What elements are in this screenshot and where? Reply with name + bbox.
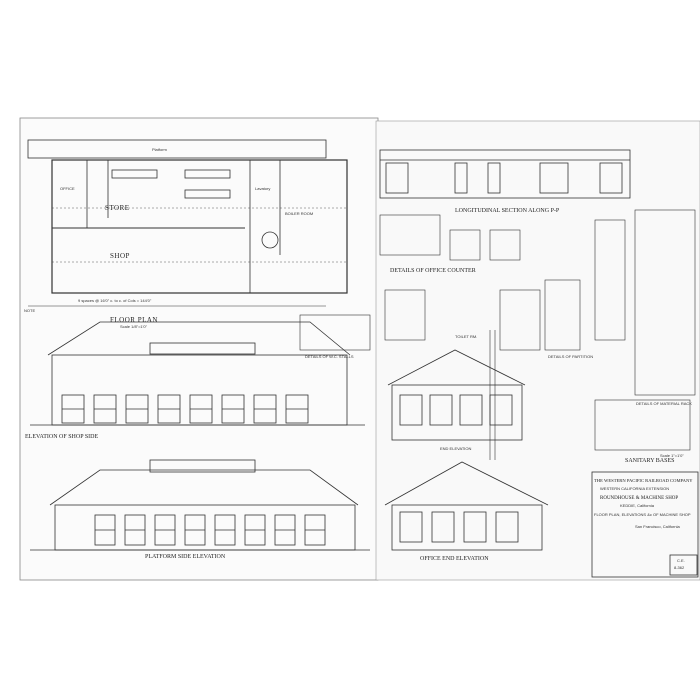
office-end-elevation bbox=[384, 461, 549, 551]
office-end-elevation-title: OFFICE END ELEVATION bbox=[420, 556, 489, 562]
floor-plan bbox=[27, 139, 348, 307]
room-platform: Platform bbox=[152, 147, 168, 152]
title-company: THE WESTERN PACIFIC RAILROAD COMPANY bbox=[594, 478, 693, 483]
platform-elevation-title: PLATFORM SIDE ELEVATION bbox=[145, 554, 226, 560]
material-rack-title: DETAILS OF MATERIAL RACK bbox=[636, 401, 692, 406]
spacing-note: 9 spaces @ 16'0" c. to c. of Cols = 144'… bbox=[78, 298, 152, 303]
title-extension: WESTERN CALIFORNIA EXTENSION bbox=[600, 486, 669, 491]
office-counter-title: DETAILS OF OFFICE COUNTER bbox=[390, 268, 476, 274]
sheet-number-b: 8-362 bbox=[674, 565, 685, 570]
room-lavatory: Lavatory bbox=[255, 186, 270, 191]
sanitary-scale: Scale 1"=1'0" bbox=[660, 453, 684, 458]
longitudinal-section bbox=[379, 149, 631, 199]
floor-plan-title: FLOOR PLAN bbox=[110, 316, 158, 324]
wc-stalls-title: DETAILS OF W.C. STALLS bbox=[305, 354, 354, 359]
title-sheet: FLOOR PLAN, ELEVATIONS &c OF MACHINE SHO… bbox=[594, 512, 691, 517]
left-sheet bbox=[19, 117, 379, 581]
sanitary-bases-title: SANITARY BASES bbox=[625, 458, 674, 464]
title-project: ROUNDHOUSE & MACHINE SHOP bbox=[600, 496, 678, 501]
room-office: OFFICE bbox=[60, 186, 75, 191]
title-location: KEDDIE, California bbox=[620, 503, 655, 508]
room-shop: SHOP bbox=[110, 252, 130, 260]
note-heading: NOTE bbox=[24, 308, 35, 313]
shop-side-elevation bbox=[30, 321, 365, 426]
details-cluster bbox=[299, 209, 696, 460]
platform-side-elevation bbox=[30, 459, 370, 551]
toilet-title: TOILET RM. bbox=[455, 334, 477, 339]
room-boiler: BOILER ROOM bbox=[285, 211, 313, 216]
floor-plan-scale: Scale 1/8"=1'0" bbox=[120, 324, 148, 329]
partition-title: DETAILS OF PARTITION bbox=[548, 354, 593, 359]
room-store: STORE bbox=[105, 204, 130, 212]
end-elevation-title: END ELEVATION bbox=[440, 446, 472, 451]
title-office: San Francisco, California bbox=[635, 524, 680, 529]
title-block bbox=[591, 471, 699, 578]
sheet-number-a: C.E. bbox=[677, 558, 685, 563]
right-sheet bbox=[375, 120, 700, 581]
long-section-title: LONGITUDINAL SECTION ALONG P-P bbox=[455, 208, 560, 214]
shop-elevation-title: ELEVATION OF SHOP SIDE bbox=[25, 434, 99, 440]
